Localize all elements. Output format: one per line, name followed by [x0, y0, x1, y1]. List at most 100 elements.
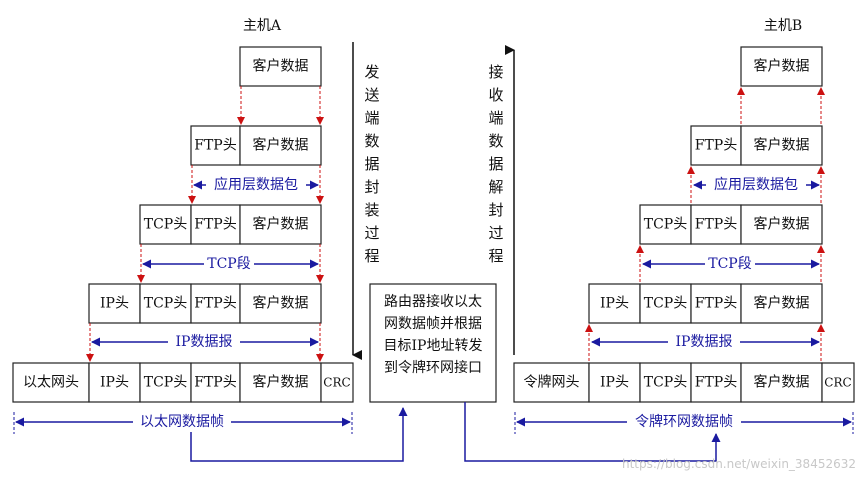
left-r5-tcp: TCP头: [144, 375, 187, 391]
receive-char: 收: [488, 86, 503, 104]
left-tcp-segment-label: TCP段: [207, 256, 250, 272]
right-ip-datagram-label: IP数据报: [676, 334, 733, 350]
receive-char: 程: [488, 247, 503, 265]
left-r3-ftp-box: [190, 204, 241, 245]
right-r2-ftp: FTP头: [695, 138, 737, 154]
right-r5-ip-box: [588, 362, 641, 403]
right-r2-client-data-box: [740, 125, 823, 166]
left-r4-ip-box: [88, 283, 141, 324]
receive-char: 封: [488, 201, 503, 219]
send-char: 发: [364, 63, 379, 81]
left-r3-ftp: FTP头: [194, 217, 236, 233]
send-char: 封: [364, 178, 379, 196]
right-r1-client-data-box: [740, 46, 823, 87]
receive-char: 数: [488, 132, 503, 150]
left-r5-tcp-box: [139, 362, 192, 403]
receive-char: 端: [488, 109, 503, 127]
right-r5-token-box: [513, 362, 590, 403]
receive-process-text: 接 收 端 数 据 解 封 过 程: [488, 63, 503, 265]
left-r4-ftp: FTP头: [194, 296, 236, 312]
right-tcp-label-bg: [705, 256, 755, 272]
left-r5-ftp: FTP头: [194, 375, 236, 391]
left-r5-eth: 以太网头: [23, 375, 79, 391]
right-r3-tcp-box: [639, 204, 692, 245]
right-r4-ip-box: [588, 283, 641, 324]
left-r4-tcp: TCP头: [144, 296, 187, 312]
right-r5-tcp: TCP头: [644, 375, 687, 391]
right-r4-client-data-box: [740, 283, 823, 324]
right-r5-token: 令牌网头: [524, 374, 580, 391]
router-line-1: 路由器接收以太: [384, 293, 482, 310]
left-r5-client-data: 客户数据: [253, 374, 309, 391]
router-line-2: 网数据帧并根据: [384, 316, 482, 332]
right-app-label-bg: [706, 177, 806, 193]
left-r5-ftp-box: [190, 362, 241, 403]
left-app-label-bg: [206, 177, 306, 193]
right-token-frame-label: 令牌环网数据帧: [635, 413, 733, 430]
right-r4-client-data: 客户数据: [754, 295, 810, 312]
right-r1-client-data: 客户数据: [754, 58, 810, 75]
send-char: 装: [364, 201, 379, 219]
right-r2-client-data: 客户数据: [754, 137, 810, 154]
eth-to-router-arrow: [190, 407, 408, 462]
left-eth-label-bg: [133, 414, 231, 430]
left-r3-tcp: TCP头: [144, 217, 187, 233]
send-char: 程: [364, 247, 379, 265]
receive-char: 接: [488, 63, 503, 81]
send-char: 数: [364, 132, 379, 150]
send-char: 端: [364, 109, 379, 127]
right-r5-crc-box: [821, 362, 855, 403]
right-app-packet-label: 应用层数据包: [714, 176, 798, 193]
receive-char: 据: [488, 155, 503, 173]
right-row-3: TCP头 FTP头 客户数据: [639, 204, 823, 245]
left-red-arrows: [86, 86, 324, 362]
watermark: https://blog.csdn.net/weixin_38452632: [622, 457, 856, 471]
right-ip-label-bg: [668, 334, 740, 350]
right-r3-client-data: 客户数据: [754, 216, 810, 233]
right-r4-tcp-box: [639, 283, 692, 324]
right-r5-ip: IP头: [600, 375, 629, 391]
receive-char: 过: [488, 224, 503, 242]
left-r2-ftp-box: [190, 125, 241, 166]
left-row-4: IP头 TCP头 FTP头 客户数据: [88, 283, 322, 324]
right-row-4: IP头 TCP头 FTP头 客户数据: [588, 283, 823, 324]
left-r3-client-data: 客户数据: [253, 216, 309, 233]
right-row-1: 客户数据: [740, 46, 823, 87]
left-row-1: 客户数据: [239, 46, 322, 87]
right-span-ticks: [514, 412, 854, 434]
right-tcp-segment-label: TCP段: [708, 256, 751, 272]
left-row-3: TCP头 FTP头 客户数据: [139, 204, 322, 245]
receive-char: 解: [488, 178, 503, 196]
send-char: 据: [364, 155, 379, 173]
router-line-3: 目标IP地址转发: [384, 338, 483, 354]
host-b-title: 主机B: [764, 18, 802, 34]
right-red-arrows: [585, 87, 825, 361]
left-r3-client-data-box: [239, 204, 322, 245]
right-r3-tcp: TCP头: [644, 217, 687, 233]
left-r4-client-data: 客户数据: [253, 295, 309, 312]
left-tcp-label-bg: [204, 256, 254, 272]
router-box: [369, 283, 497, 403]
send-process-text: 发 送 端 数 据 封 装 过 程: [364, 63, 379, 265]
left-r2-ftp: FTP头: [194, 138, 236, 154]
right-r4-ip: IP头: [600, 296, 629, 312]
left-row-2: FTP头 客户数据: [190, 125, 322, 166]
left-ip-label-bg: [168, 334, 240, 350]
send-char: 送: [364, 86, 379, 104]
left-r2-client-data: 客户数据: [253, 137, 309, 154]
left-r5-ip-box: [88, 362, 141, 403]
router-line-4: 到令牌环网接口: [384, 359, 482, 376]
router-text: 路由器接收以太 网数据帧并根据 目标IP地址转发 到令牌环网接口: [384, 293, 483, 376]
left-r4-ip: IP头: [100, 296, 129, 312]
left-r4-ftp-box: [190, 283, 241, 324]
right-r4-tcp: TCP头: [644, 296, 687, 312]
right-r5-crc: CRC: [824, 376, 851, 390]
left-ip-datagram-label: IP数据报: [176, 334, 233, 350]
send-char: 过: [364, 224, 379, 242]
right-r3-client-data-box: [740, 204, 823, 245]
left-r5-crc-box: [320, 362, 354, 403]
left-r5-crc: CRC: [323, 376, 350, 390]
left-span-ticks: [13, 412, 353, 434]
right-row-5: 令牌网头 IP头 TCP头 FTP头 客户数据 CRC: [513, 362, 855, 403]
